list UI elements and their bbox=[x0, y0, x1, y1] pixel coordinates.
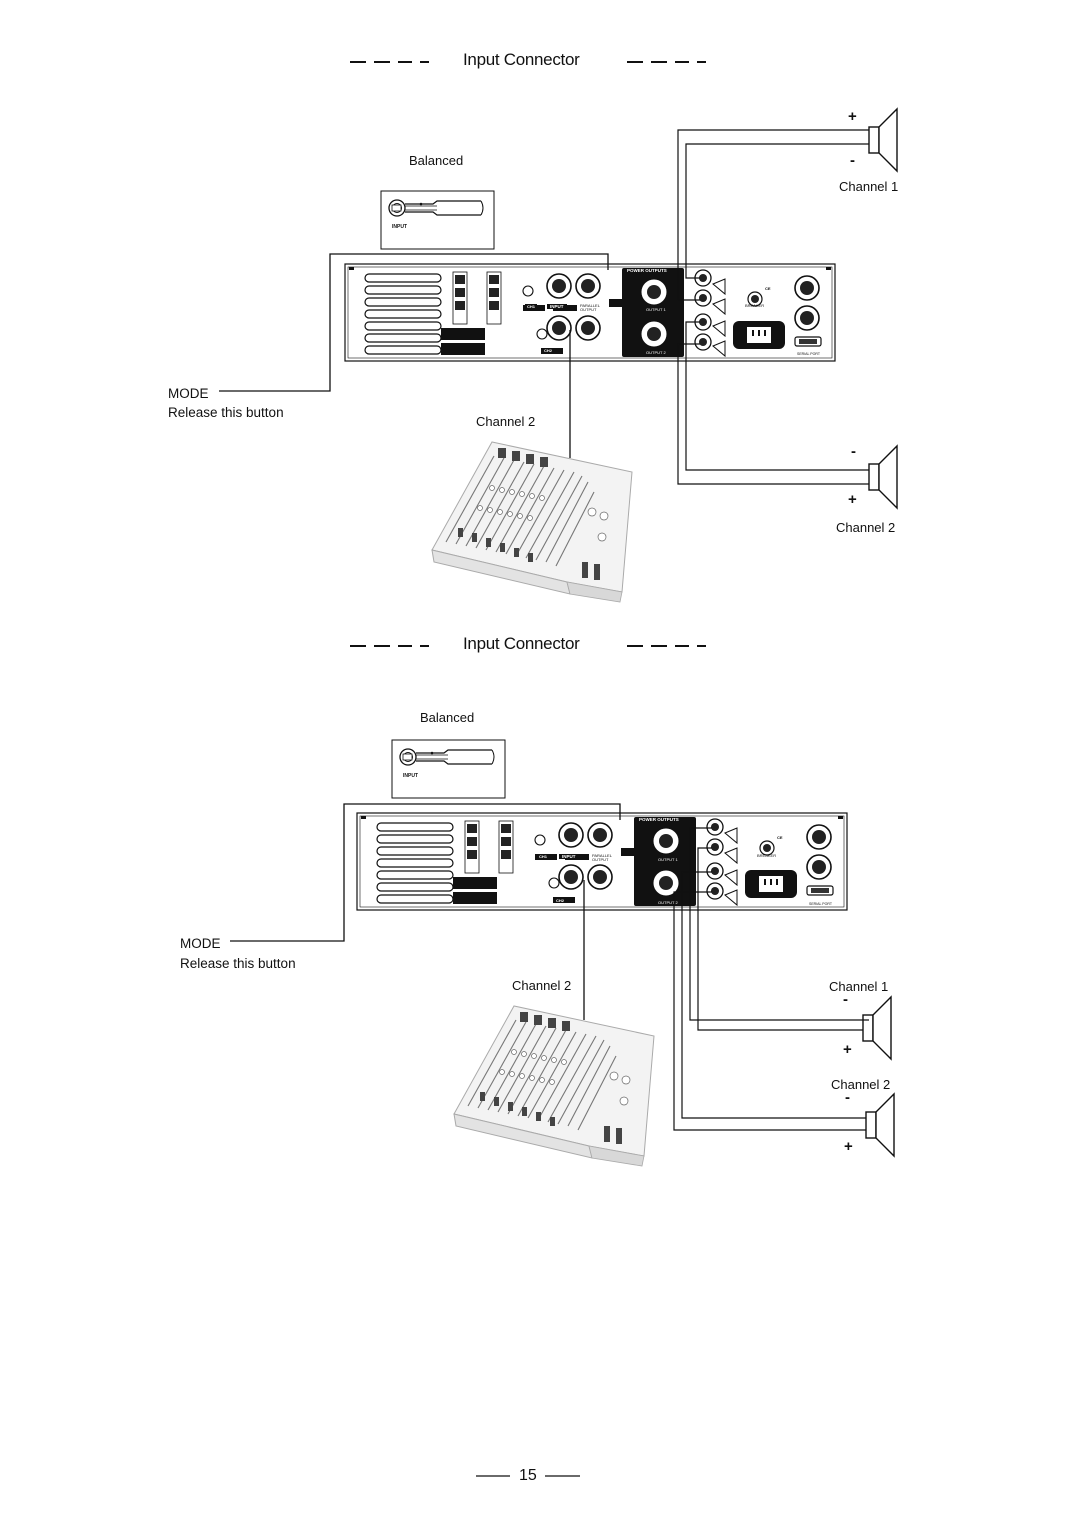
speaker-2-top-sign: - bbox=[851, 443, 856, 460]
power-outputs-label: POWER OUTPUTS bbox=[627, 268, 667, 273]
parallel-output-label: PARALLEL OUTPUT bbox=[592, 853, 612, 862]
section-heading: Input Connector bbox=[463, 634, 580, 653]
heading-dash bbox=[627, 61, 643, 63]
heading-dash bbox=[675, 61, 689, 63]
output2-label: OUTPUT 2 bbox=[658, 900, 678, 905]
xlr-input-inset bbox=[380, 190, 495, 250]
breaker-label: BREAKER bbox=[745, 303, 765, 308]
output1-label: OUTPUT 1 bbox=[646, 307, 666, 312]
release-button-instruction: Release this button bbox=[180, 956, 296, 971]
mode-pointer-line bbox=[230, 803, 621, 942]
serial-port-label: SERIAL PORT bbox=[809, 902, 832, 906]
heading-dash bbox=[398, 645, 412, 647]
balanced-label: Balanced bbox=[420, 710, 475, 725]
heading-dash bbox=[627, 645, 643, 647]
release-button-instruction: Release this button bbox=[168, 405, 284, 420]
serial-port-label: SERIAL PORT bbox=[797, 352, 820, 356]
mode-pointer-line bbox=[219, 253, 609, 392]
speaker-1-bottom-sign: + bbox=[843, 1041, 852, 1058]
xlr-input-inset bbox=[391, 739, 506, 799]
ch2-label: CH2 bbox=[554, 898, 567, 903]
input-label: INPUT bbox=[547, 304, 567, 309]
speaker-1-top-sign: + bbox=[848, 108, 857, 125]
heading-dash bbox=[697, 61, 706, 63]
speaker-channel-2 bbox=[868, 445, 898, 509]
mode-label: MODE bbox=[168, 386, 209, 401]
balanced-label: Balanced bbox=[409, 153, 464, 168]
heading-dash bbox=[350, 645, 366, 647]
speaker-2-top-sign: - bbox=[845, 1089, 850, 1106]
heading-dash bbox=[651, 645, 667, 647]
speaker-2-bottom-sign: + bbox=[848, 491, 857, 508]
input-label: INPUT bbox=[559, 854, 579, 859]
page-number: 15 bbox=[519, 1467, 537, 1484]
speaker-channel-1 bbox=[862, 996, 892, 1060]
heading-dash bbox=[374, 61, 390, 63]
power-outputs-label: POWER OUTPUTS bbox=[639, 817, 679, 822]
heading-dash bbox=[398, 61, 412, 63]
amplifier-rear-panel bbox=[344, 263, 836, 362]
mode-label: MODE bbox=[180, 936, 221, 951]
speaker-1-label: Channel 1 bbox=[829, 979, 889, 994]
parallel-output-label: PARALLEL OUTPUT bbox=[580, 303, 600, 312]
heading-dash bbox=[374, 645, 390, 647]
heading-dash bbox=[675, 645, 689, 647]
mixer-channel-label: Channel 2 bbox=[512, 978, 572, 993]
section-heading: Input Connector bbox=[463, 50, 580, 69]
speaker-channel-2 bbox=[865, 1093, 895, 1157]
heading-dash bbox=[420, 645, 429, 647]
ch2-label: CH2 bbox=[542, 348, 555, 353]
speaker-1-bottom-sign: - bbox=[850, 152, 855, 169]
output1-label: OUTPUT 1 bbox=[658, 857, 678, 862]
speaker-2-label: Channel 2 bbox=[831, 1077, 891, 1092]
heading-dash bbox=[350, 61, 366, 63]
speaker-1-label: Channel 1 bbox=[839, 179, 899, 194]
mixer-console bbox=[453, 1005, 655, 1167]
mixer-channel-label: Channel 2 bbox=[476, 414, 536, 429]
inset-input-label: INPUT bbox=[403, 773, 418, 779]
heading-dash bbox=[651, 61, 667, 63]
heading-dash bbox=[697, 645, 706, 647]
speaker-2-bottom-sign: + bbox=[844, 1138, 853, 1155]
breaker-label: BREAKER bbox=[757, 853, 777, 858]
inset-input-label: INPUT bbox=[392, 224, 407, 230]
output2-label: OUTPUT 2 bbox=[646, 350, 666, 355]
ch1-label: CH1 bbox=[537, 854, 550, 859]
speaker-2-label: Channel 2 bbox=[836, 520, 896, 535]
heading-dash bbox=[420, 61, 429, 63]
speaker-1-top-sign: - bbox=[843, 991, 848, 1008]
ch1-label: CH1 bbox=[525, 304, 538, 309]
speaker-channel-1 bbox=[868, 108, 898, 172]
mixer-console bbox=[431, 441, 633, 603]
